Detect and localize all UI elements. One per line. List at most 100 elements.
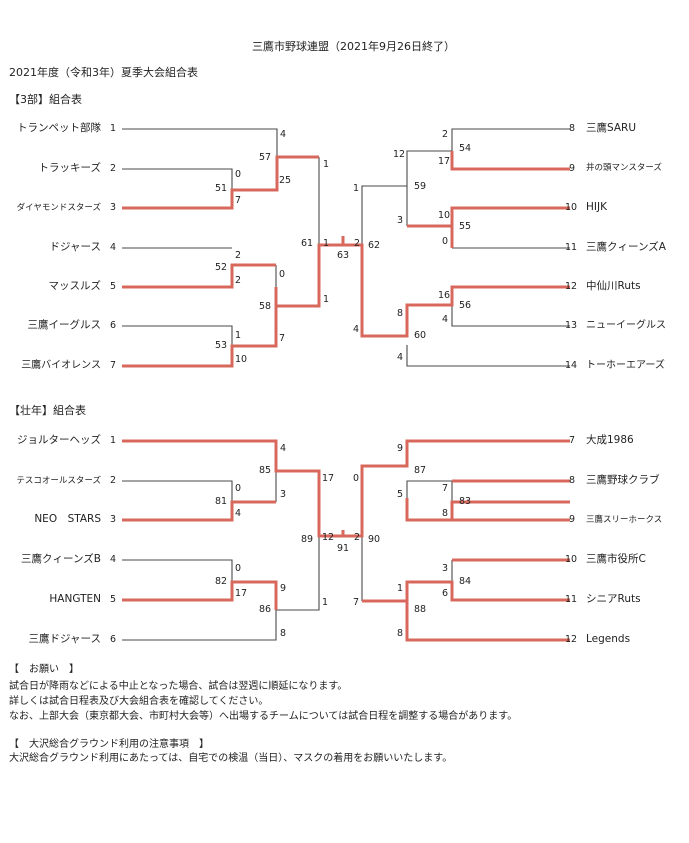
score: 3	[397, 215, 404, 226]
bracket-line	[122, 559, 233, 582]
seed-number: 9	[569, 163, 576, 174]
score: 0	[235, 483, 242, 494]
score: 12	[393, 149, 406, 160]
game-number: 51	[215, 183, 228, 194]
team-name: テスコオールスターズ	[16, 476, 101, 486]
game-number: 62	[368, 240, 381, 251]
team-name: 三鷹市役所C	[586, 553, 646, 565]
score: 7	[442, 483, 449, 494]
score: 4	[397, 352, 404, 363]
page-title: 三鷹市野球連盟（2021年9月26日終了）	[252, 40, 455, 53]
game-number: 60	[414, 330, 427, 341]
team-name: HANGTEN	[49, 593, 101, 605]
team-name: 中仙川Ruts	[586, 280, 641, 292]
score: 8	[397, 308, 404, 319]
bracket-line	[122, 580, 278, 610]
score: 8	[442, 508, 449, 519]
team-name: 三鷹クィーンズA	[586, 241, 666, 253]
bracket-line	[361, 128, 570, 245]
bracket-line	[122, 287, 278, 368]
bracket-line	[276, 536, 320, 611]
bracket-line	[122, 263, 276, 289]
score: 9	[397, 443, 404, 454]
score: 10	[438, 210, 451, 221]
score: 0	[235, 563, 242, 574]
tournament-subtitle: 2021年度（令和3年）夏季大会組合表	[9, 66, 198, 79]
seed-number: 11	[565, 242, 578, 253]
score: 12	[322, 532, 335, 543]
seed-number: 3	[110, 202, 117, 213]
score: 1	[235, 330, 242, 341]
game-number: 88	[414, 604, 427, 615]
team-name: ニューイーグルス	[586, 320, 666, 331]
score: 9	[280, 583, 287, 594]
bracket-line	[451, 305, 570, 327]
game-number: 53	[215, 340, 228, 351]
team-name: ジョルターヘッズ	[17, 434, 101, 446]
seed-number: 12	[565, 634, 578, 645]
score: 4	[280, 443, 287, 454]
game-number: 91	[337, 543, 350, 554]
seed-number: 12	[565, 281, 578, 292]
score: 16	[438, 290, 451, 301]
game-number: 86	[259, 604, 272, 615]
team-name: 大成1986	[586, 434, 634, 446]
seed-number: 7	[569, 435, 576, 446]
team-name: マッスルズ	[48, 280, 102, 292]
seed-number: 4	[110, 242, 117, 253]
team-name: 三鷹ドジャース	[28, 633, 101, 645]
division1-heading: 【3部】組合表	[9, 93, 82, 106]
seed-number: 1	[110, 435, 117, 446]
seed-number: 3	[110, 514, 117, 525]
team-name: シニアRuts	[586, 593, 641, 605]
score: 2	[354, 532, 361, 543]
score: 1	[323, 159, 330, 170]
score: 0	[442, 236, 449, 247]
score: 2	[442, 129, 449, 140]
game-number: 90	[368, 534, 381, 545]
request-line: なお、上部大会（東京都大会、市町村大会等）へ出場するチームについては試合日程を調…	[9, 711, 518, 722]
seed-number: 8	[569, 475, 576, 486]
game-number: 89	[301, 534, 314, 545]
seed-number: 5	[110, 594, 117, 605]
division2-heading: 【壮年】組合表	[9, 404, 86, 417]
game-number: 59	[414, 181, 427, 192]
request-heading: 【 お願い 】	[9, 664, 79, 675]
game-number: 63	[337, 250, 350, 261]
seed-number: 10	[565, 554, 578, 565]
bracket-line	[405, 601, 570, 642]
game-number: 87	[414, 465, 427, 476]
seed-number: 7	[110, 360, 117, 371]
score: 2	[354, 238, 361, 249]
score: 1	[397, 583, 404, 594]
score: 5	[397, 489, 404, 500]
score: 7	[279, 333, 286, 344]
team-name: ドジャース	[49, 241, 101, 253]
team-name: NEO STARS	[34, 513, 101, 525]
game-number: 85	[259, 465, 272, 476]
team-name: トラッキーズ	[38, 162, 101, 174]
seed-number: 6	[110, 634, 117, 645]
bracket-line	[406, 345, 570, 367]
seed-number: 9	[569, 514, 576, 525]
game-number: 81	[215, 496, 228, 507]
team-name: 三鷹スリーホークス	[586, 515, 663, 525]
score: 2	[235, 250, 242, 261]
seed-number: 2	[110, 163, 117, 174]
team-name: トーホーエアーズ	[586, 360, 665, 371]
team-name: 三鷹イーグルス	[27, 319, 102, 331]
score: 7	[353, 597, 360, 608]
score: 3	[442, 563, 449, 574]
seed-number: 8	[569, 123, 576, 134]
score: 2	[235, 275, 242, 286]
bracket-line	[122, 610, 277, 641]
bracket-line	[341, 236, 570, 338]
score: 1	[353, 183, 360, 194]
team-name: トランペット部隊	[17, 122, 101, 134]
bracket-line	[362, 580, 570, 603]
bracket-line	[407, 206, 570, 228]
seed-number: 5	[110, 281, 117, 292]
seed-number: 11	[565, 594, 578, 605]
bracket-line	[122, 325, 233, 346]
